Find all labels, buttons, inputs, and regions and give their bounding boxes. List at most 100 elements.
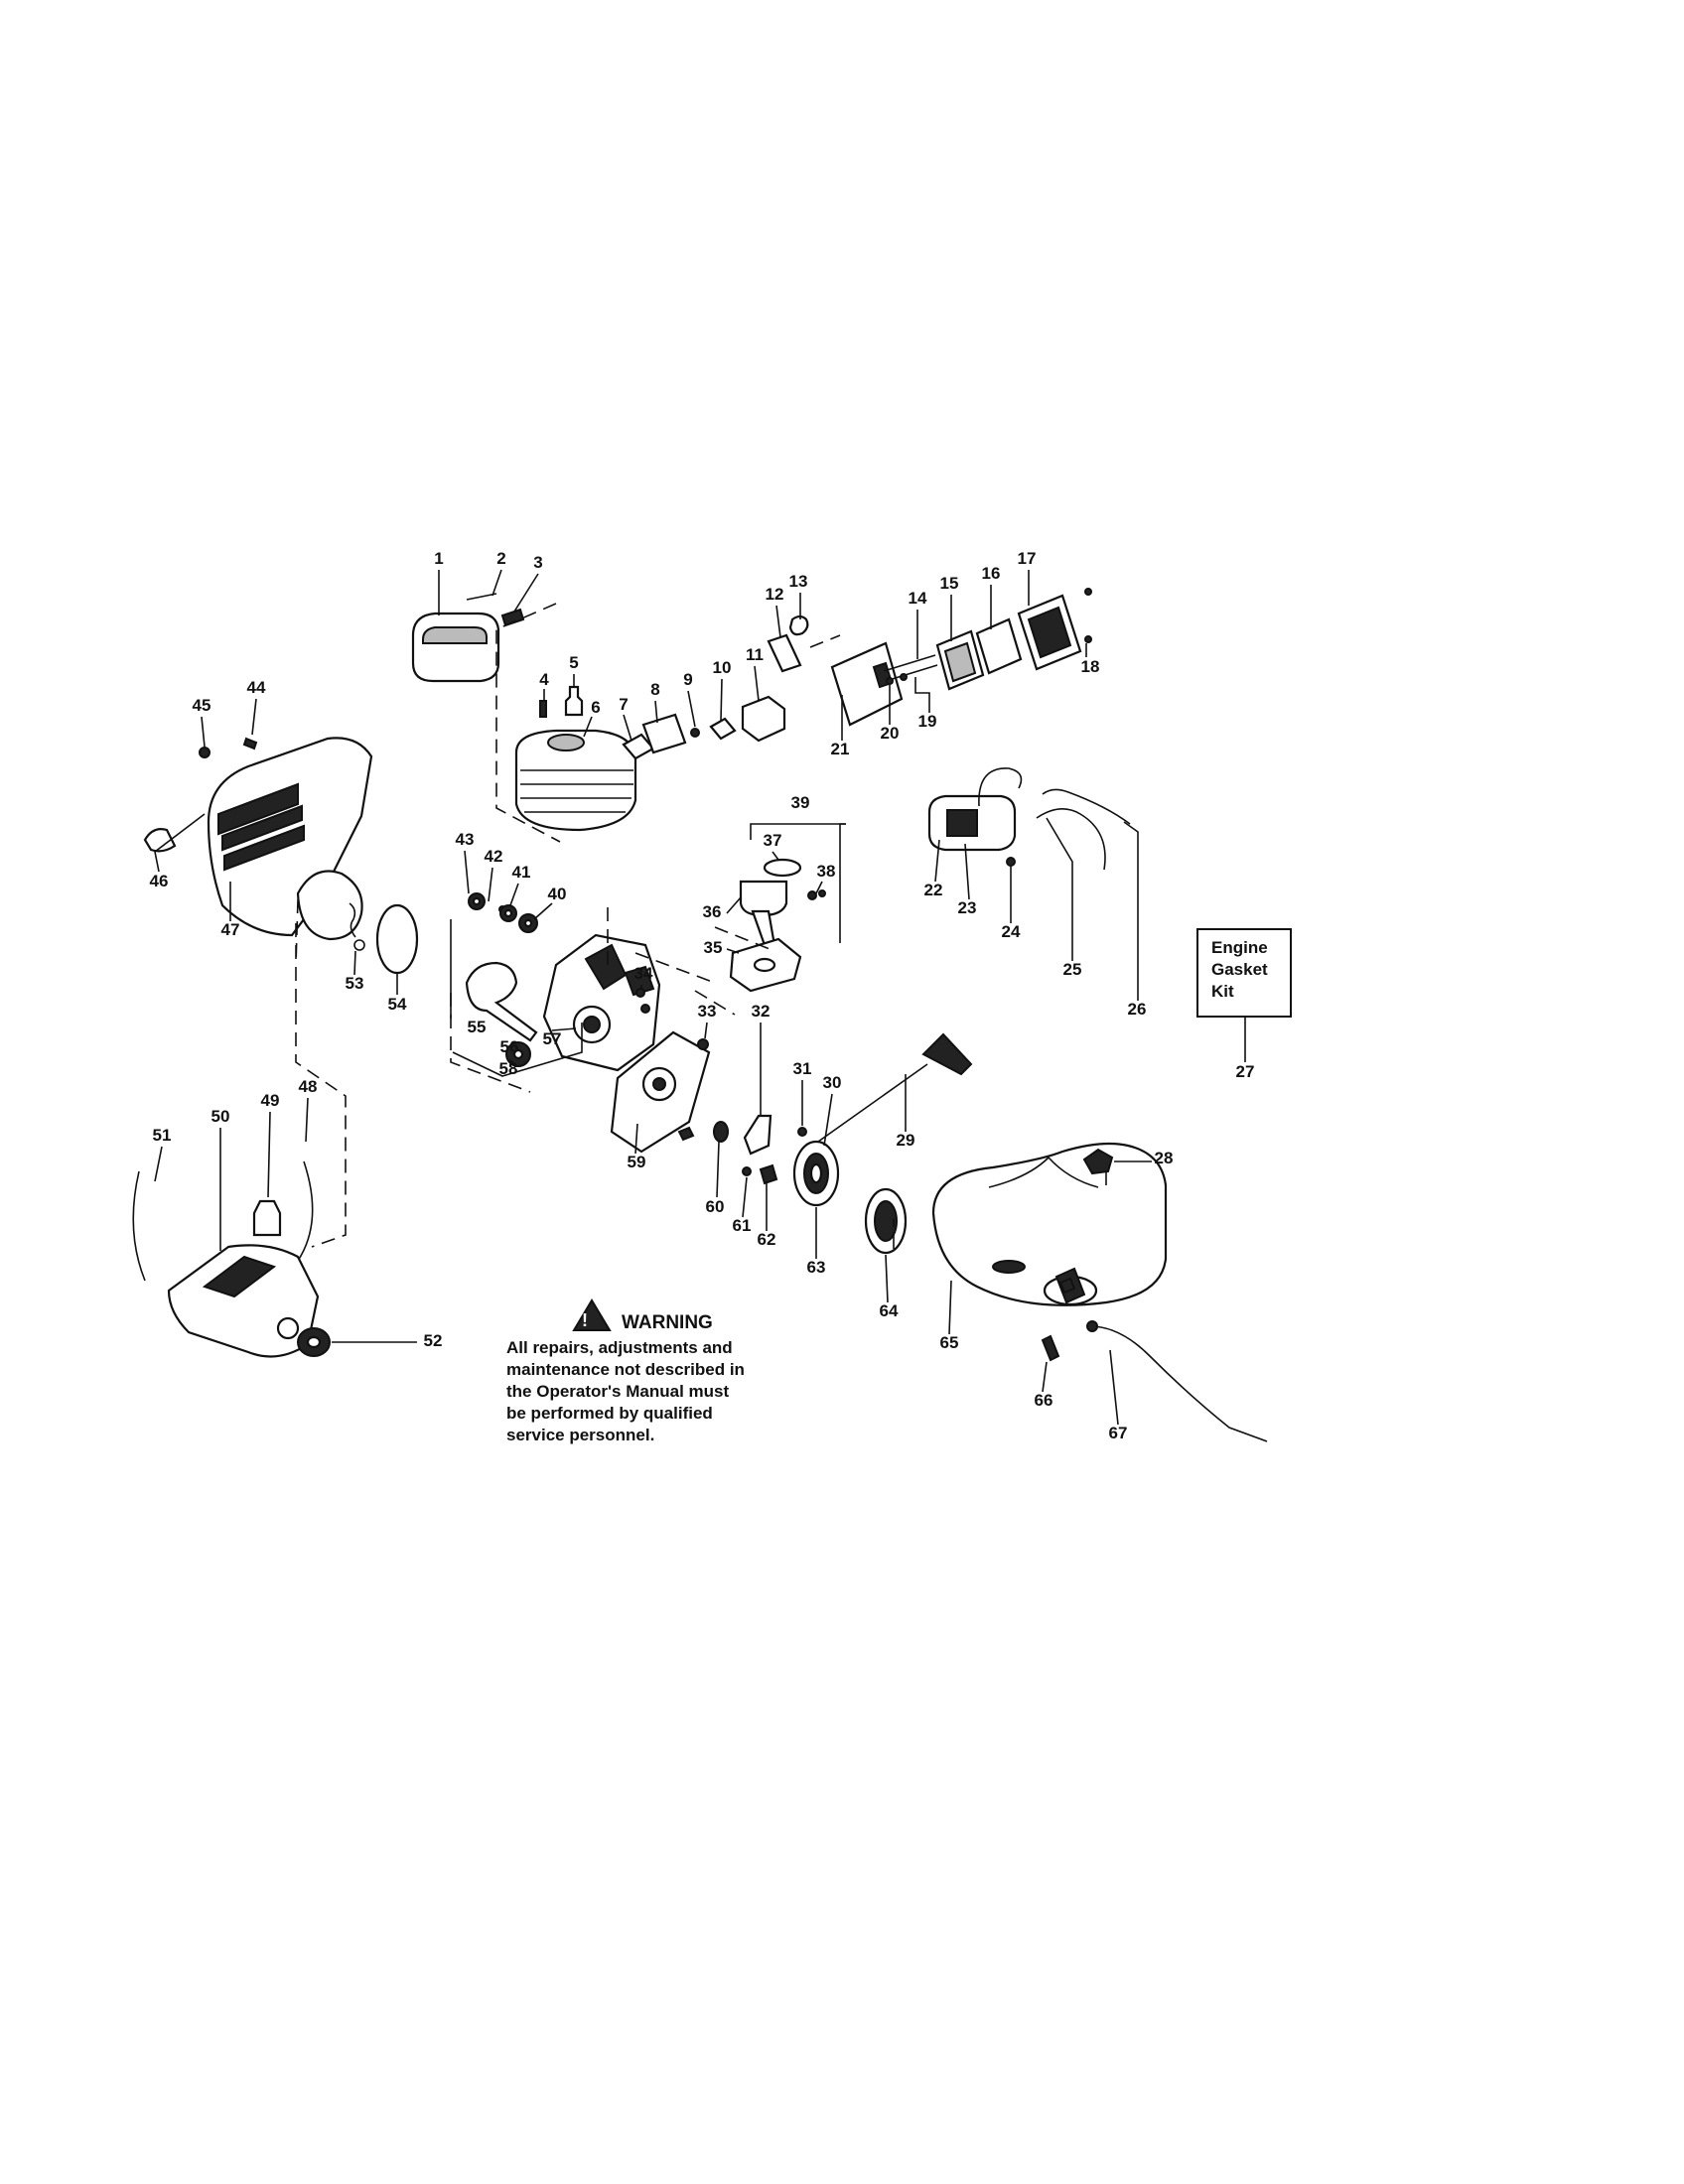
primer-bulb-part bbox=[788, 614, 809, 636]
part-label-52: 52 bbox=[424, 1331, 443, 1350]
part-label-39: 39 bbox=[791, 793, 810, 812]
part-label-53: 53 bbox=[346, 974, 364, 993]
part-label-22: 22 bbox=[924, 881, 943, 899]
part-label-42: 42 bbox=[485, 847, 503, 866]
part-label-4: 4 bbox=[539, 670, 549, 689]
part-label-49: 49 bbox=[261, 1091, 280, 1110]
part-label-44: 44 bbox=[247, 678, 266, 697]
part-label-21: 21 bbox=[831, 740, 850, 758]
kit-line-3: Kit bbox=[1211, 982, 1234, 1001]
part-label-2: 2 bbox=[496, 549, 505, 568]
warning-line-4: be performed by qualified bbox=[506, 1404, 713, 1423]
part-label-45: 45 bbox=[193, 696, 211, 715]
warning-title: WARNING bbox=[622, 1312, 713, 1333]
part-label-61: 61 bbox=[733, 1216, 752, 1235]
part-label-14: 14 bbox=[909, 589, 927, 608]
o-ring-part bbox=[375, 903, 419, 975]
part-label-24: 24 bbox=[1002, 922, 1021, 941]
part-label-3: 3 bbox=[533, 553, 542, 572]
part-label-48: 48 bbox=[299, 1077, 318, 1096]
svg-text:!: ! bbox=[582, 1310, 588, 1330]
callout-leader-lines bbox=[154, 569, 1246, 1426]
part-label-11: 11 bbox=[746, 645, 764, 664]
kit-line-2: Gasket bbox=[1211, 960, 1268, 979]
piston-assembly-part bbox=[739, 858, 826, 947]
warning-line-5: service personnel. bbox=[506, 1426, 654, 1444]
part-label-36: 36 bbox=[703, 902, 722, 921]
carburetor-gasket-part bbox=[767, 633, 802, 673]
parts-artwork: ! bbox=[132, 588, 1268, 1442]
washer-part bbox=[690, 728, 700, 738]
crankcase-part bbox=[542, 933, 661, 1072]
part-label-20: 20 bbox=[881, 724, 900, 743]
part-label-15: 15 bbox=[940, 574, 959, 593]
starter-pulley-part bbox=[792, 1140, 840, 1207]
screw-part bbox=[539, 700, 547, 718]
part-label-26: 26 bbox=[1128, 1000, 1147, 1019]
warning-triangle-icon bbox=[572, 1298, 612, 1331]
part-label-5: 5 bbox=[569, 653, 578, 672]
part-label-12: 12 bbox=[766, 585, 784, 604]
part-label-65: 65 bbox=[940, 1333, 959, 1352]
part-label-64: 64 bbox=[880, 1301, 899, 1320]
part-label-23: 23 bbox=[958, 898, 977, 917]
warning-line-1: All repairs, adjustments and bbox=[506, 1338, 733, 1357]
part-label-50: 50 bbox=[211, 1107, 230, 1126]
part-label-1: 1 bbox=[434, 549, 443, 568]
part-label-18: 18 bbox=[1081, 657, 1100, 676]
part-label-60: 60 bbox=[706, 1197, 725, 1216]
starter-handle-part bbox=[921, 1032, 973, 1076]
part-label-19: 19 bbox=[918, 712, 937, 731]
part-label-7: 7 bbox=[619, 695, 628, 714]
carburetor-part bbox=[741, 695, 786, 743]
part-label-40: 40 bbox=[548, 885, 567, 903]
part-label-28: 28 bbox=[1155, 1149, 1174, 1167]
part-label-38: 38 bbox=[817, 862, 836, 881]
stop-switch-part bbox=[1082, 1148, 1114, 1175]
fuel-tank-part bbox=[167, 1244, 320, 1358]
intake-insulator-part bbox=[641, 713, 687, 754]
part-label-55: 55 bbox=[468, 1018, 487, 1036]
part-label-9: 9 bbox=[683, 670, 692, 689]
recoil-spring-part bbox=[864, 1187, 908, 1255]
part-label-30: 30 bbox=[823, 1073, 842, 1092]
washer-part bbox=[713, 1121, 729, 1143]
part-label-67: 67 bbox=[1109, 1424, 1128, 1442]
part-label-54: 54 bbox=[388, 995, 407, 1014]
crankshaft-part bbox=[465, 961, 538, 1042]
part-label-34: 34 bbox=[634, 964, 653, 983]
muffler-cover-part bbox=[411, 612, 500, 683]
part-label-32: 32 bbox=[752, 1002, 771, 1021]
part-label-37: 37 bbox=[764, 831, 782, 850]
pin-part bbox=[466, 593, 497, 601]
part-label-63: 63 bbox=[807, 1258, 826, 1277]
part-label-66: 66 bbox=[1035, 1391, 1053, 1410]
part-label-51: 51 bbox=[153, 1126, 172, 1145]
part-label-16: 16 bbox=[982, 564, 1001, 583]
part-label-58: 58 bbox=[499, 1059, 518, 1078]
ignition-module-part bbox=[927, 767, 1023, 867]
part-label-13: 13 bbox=[789, 572, 808, 591]
fuel-filter-part bbox=[252, 1199, 282, 1237]
kit-line-1: Engine bbox=[1211, 938, 1268, 957]
starter-housing-part bbox=[931, 1142, 1168, 1306]
part-label-43: 43 bbox=[456, 830, 475, 849]
part-label-27: 27 bbox=[1236, 1062, 1255, 1081]
warning-notice: WARNING All repairs, adjustments and mai… bbox=[506, 1312, 745, 1444]
engine-gasket-kit-box: Engine Gasket Kit bbox=[1196, 928, 1292, 1018]
part-label-35: 35 bbox=[704, 938, 723, 957]
part-label-57: 57 bbox=[543, 1029, 562, 1048]
clutch-shaft-part bbox=[743, 1114, 772, 1156]
part-label-31: 31 bbox=[793, 1059, 812, 1078]
part-label-25: 25 bbox=[1063, 960, 1082, 979]
part-label-29: 29 bbox=[897, 1131, 915, 1150]
spark-plug-part bbox=[564, 685, 584, 717]
engine-shroud-part bbox=[207, 737, 373, 941]
part-label-47: 47 bbox=[221, 920, 240, 939]
part-label-46: 46 bbox=[150, 872, 169, 890]
air-filter-part bbox=[975, 617, 1023, 675]
part-label-59: 59 bbox=[628, 1153, 646, 1171]
fuel-cap-part bbox=[297, 1327, 331, 1357]
